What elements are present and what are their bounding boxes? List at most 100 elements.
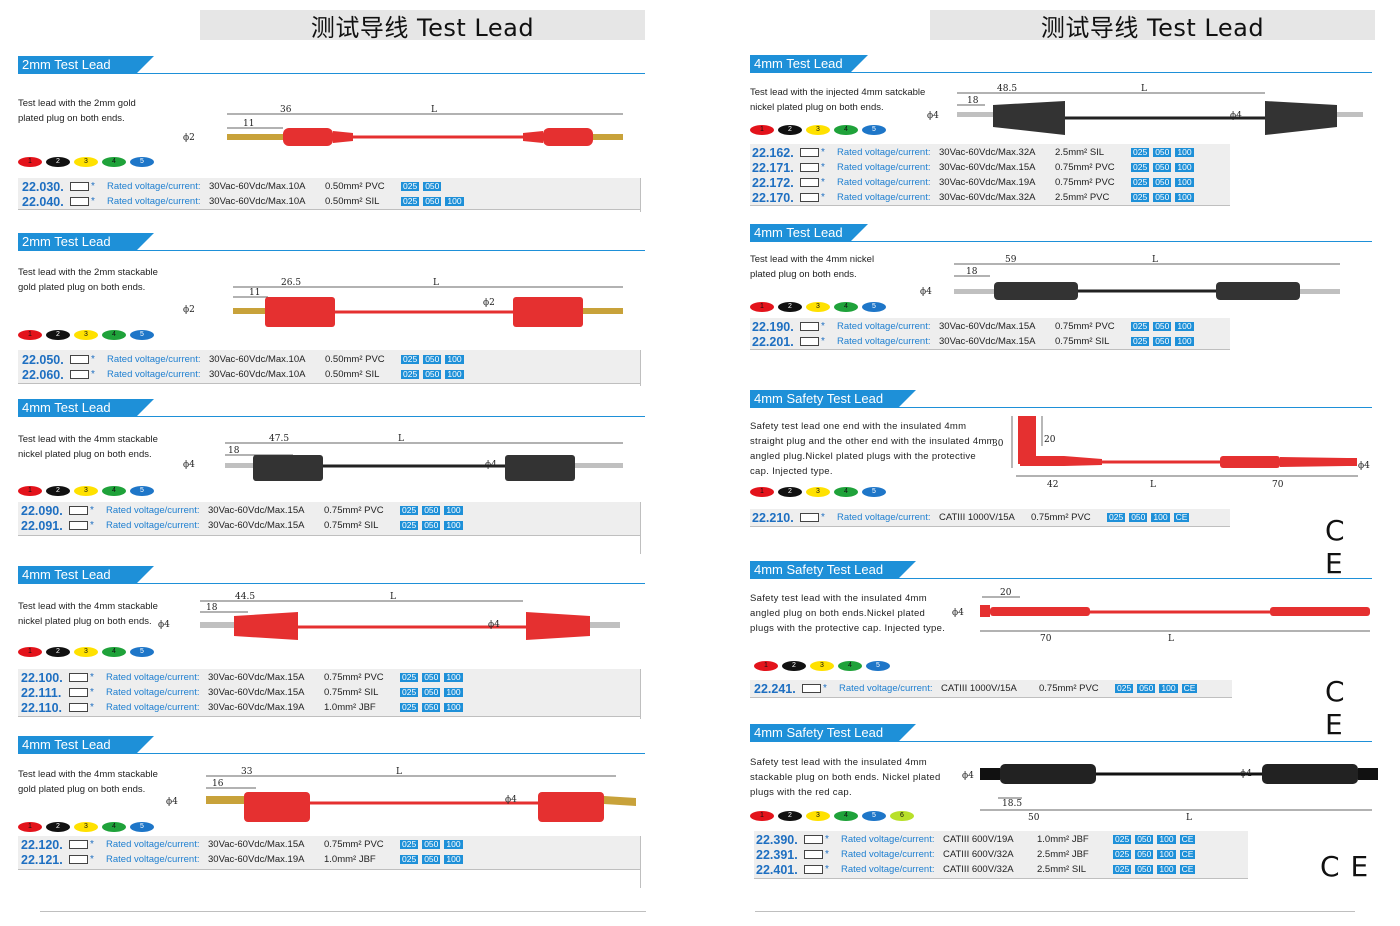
svg-text:20: 20 <box>1044 435 1056 445</box>
lead-drawing: 59 18 L ϕ4 <box>920 254 1370 310</box>
table-row: 22.391.*Rated voltage/current:CATIII 600… <box>756 847 1196 862</box>
section-tab: 4mm Safety Test Lead <box>750 561 916 579</box>
ce-mark: C E <box>1320 850 1370 883</box>
length-box[interactable] <box>800 337 819 346</box>
svg-text:30: 30 <box>992 439 1004 449</box>
spec-table: 22.210.*Rated voltage/current:CATIII 100… <box>750 509 1230 527</box>
spec-table: 22.030.*Rated voltage/current:30Vac-60Vd… <box>18 178 640 210</box>
length-box[interactable] <box>800 513 819 522</box>
svg-text:47.5: 47.5 <box>269 434 289 444</box>
length-box[interactable] <box>70 370 89 379</box>
svg-text:ϕ4: ϕ4 <box>183 460 195 470</box>
table-row: 22.390.*Rated voltage/current:CATIII 600… <box>756 832 1196 847</box>
ce-mark: C E <box>1325 514 1346 580</box>
spec-table: 22.120.*Rated voltage/current:30Vac-60Vd… <box>18 836 640 870</box>
section-r-4mm-safety-test-lead-1: 4mm Safety Test Lead Safety test lead on… <box>750 390 1372 580</box>
length-box[interactable] <box>800 163 819 172</box>
svg-text:48.5: 48.5 <box>997 84 1017 94</box>
svg-text:59: 59 <box>1005 255 1017 265</box>
lead-drawing: 18.5 50 L ϕ4 ϕ4 <box>962 754 1380 823</box>
section-tab: 4mm Test Lead <box>18 399 154 417</box>
ce-mark: C E <box>1325 675 1346 741</box>
svg-text:ϕ4: ϕ4 <box>488 620 500 630</box>
svg-text:18: 18 <box>967 96 979 106</box>
svg-text:42: 42 <box>1047 480 1058 490</box>
svg-text:18.5: 18.5 <box>1002 799 1022 809</box>
table-row: 22.121.*Rated voltage/current:30Vac-60Vd… <box>21 852 463 867</box>
spec-table: 22.241.*Rated voltage/current:CATIII 100… <box>750 680 1232 698</box>
svg-text:33: 33 <box>241 767 253 777</box>
svg-text:ϕ4: ϕ4 <box>962 771 974 781</box>
svg-text:70: 70 <box>1040 634 1052 644</box>
svg-text:ϕ4: ϕ4 <box>1240 769 1252 779</box>
table-row: 22.401.*Rated voltage/current:CATIII 600… <box>756 862 1196 877</box>
svg-text:L: L <box>390 592 396 602</box>
spec-table: 22.162.*Rated voltage/current:30Vac-60Vd… <box>750 144 1230 206</box>
lead-drawing: 20 70 L ϕ4 <box>950 585 1380 649</box>
length-box[interactable] <box>70 182 89 191</box>
length-box[interactable] <box>69 673 88 682</box>
lead-drawing: 42 70 30 20 L ϕ4 <box>992 412 1377 492</box>
section-r-4mm-safety-test-lead-3: 4mm Safety Test Lead Safety test lead wi… <box>750 724 1378 884</box>
spec-table: 22.090.*Rated voltage/current:30Vac-60Vd… <box>18 502 640 536</box>
length-box[interactable] <box>69 840 88 849</box>
dim-a: 36 <box>280 105 292 115</box>
section-tab: 4mm Test Lead <box>18 566 154 584</box>
svg-text:16: 16 <box>212 779 224 789</box>
svg-text:20: 20 <box>1000 588 1012 598</box>
spec-table: 22.100.*Rated voltage/current:30Vac-60Vd… <box>18 669 640 717</box>
length-box[interactable] <box>69 688 88 697</box>
description: Test lead with the injected 4mm satckabl… <box>750 87 926 113</box>
length-box[interactable] <box>800 322 819 331</box>
table-row: 22.171.*Rated voltage/current:30Vac-60Vd… <box>752 160 1194 175</box>
section-tab: 4mm Test Lead <box>750 224 868 242</box>
length-box[interactable] <box>802 684 821 693</box>
length-box[interactable] <box>804 835 823 844</box>
svg-text:ϕ4: ϕ4 <box>485 460 497 470</box>
dim-phi: ϕ2 <box>183 133 195 143</box>
svg-text:L: L <box>1186 813 1192 823</box>
lead-drawing: 47.5 18 L ϕ4 ϕ4 <box>183 434 633 489</box>
section-tab: 2mm Test Lead <box>18 56 154 74</box>
length-box[interactable] <box>69 506 88 515</box>
svg-text:L: L <box>1150 480 1156 490</box>
table-row: 22.100.*Rated voltage/current:30Vac-60Vd… <box>21 670 463 685</box>
length-box[interactable] <box>70 197 89 206</box>
length-box[interactable] <box>804 850 823 859</box>
length-box[interactable] <box>69 855 88 864</box>
table-row: 22.090.*Rated voltage/current:30Vac-60Vd… <box>21 503 463 518</box>
svg-text:70: 70 <box>1272 480 1284 490</box>
description: Safety test lead one end with the insula… <box>750 421 995 477</box>
section-r-4mm-test-lead-2: 4mm Test Lead Test lead with the 4mm nic… <box>750 224 1372 374</box>
table-row: 22.091.*Rated voltage/current:30Vac-60Vd… <box>21 518 463 533</box>
svg-text:44.5: 44.5 <box>235 592 255 602</box>
table-row: 22.201.*Rated voltage/current:30Vac-60Vd… <box>752 334 1194 349</box>
length-box[interactable] <box>804 865 823 874</box>
length-box[interactable] <box>69 521 88 530</box>
section-r-4mm-safety-test-lead-2: 4mm Safety Test Lead Safety test lead wi… <box>750 561 1372 741</box>
svg-text:L: L <box>398 434 404 444</box>
svg-text:L: L <box>396 767 402 777</box>
table-row: 22.030.*Rated voltage/current:30Vac-60Vd… <box>22 179 442 194</box>
lead-drawing: 33 16 L ϕ4 ϕ4 <box>166 766 646 826</box>
svg-text:ϕ2: ϕ2 <box>183 305 195 315</box>
section-4mm-test-lead-3: 4mm Test Lead Test lead with the 4mm sta… <box>18 736 646 888</box>
length-box[interactable] <box>800 193 819 202</box>
svg-text:ϕ2: ϕ2 <box>483 298 495 308</box>
length-box[interactable] <box>70 355 89 364</box>
length-box[interactable] <box>800 148 819 157</box>
svg-text:18: 18 <box>228 446 240 456</box>
length-box[interactable] <box>69 703 88 712</box>
length-box[interactable] <box>800 178 819 187</box>
section-tab: 2mm Test Lead <box>18 233 154 251</box>
section-2mm-test-lead-2: 2mm Test Lead Test lead with the 2mm sta… <box>18 233 645 391</box>
